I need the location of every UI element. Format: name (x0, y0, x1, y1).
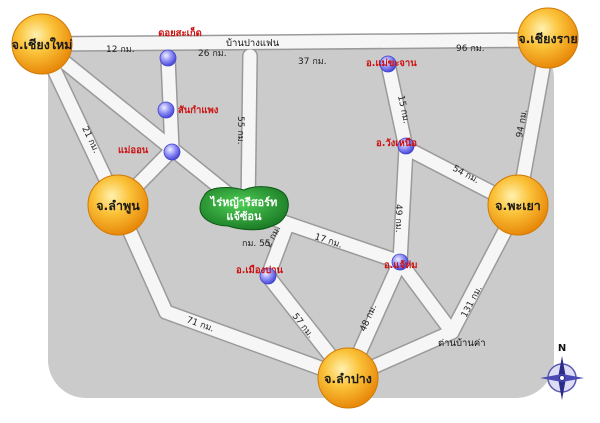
resort-shape (199, 186, 289, 231)
city-marker-phayao (487, 174, 549, 236)
dist-55-vertical: 55 กม. (235, 116, 245, 145)
town-marker-chae-hom (391, 253, 409, 271)
dist-96: 96 กม. (456, 44, 485, 54)
city-marker-lampang (317, 347, 379, 409)
label-chiang-rai: จ.เชียงราย (518, 31, 577, 46)
town-marker-mueang-pan (259, 267, 277, 285)
dist-26: 26 กม. (198, 49, 227, 59)
label-mueang-pan: อ.เมืองปาน (236, 264, 284, 276)
label-phayao: จ.พะเยา (495, 198, 541, 213)
city-marker-lamphun (87, 174, 149, 236)
label-chiang-mai: จ.เชียงใหม่ (12, 37, 73, 52)
city-marker-chiang-mai (11, 13, 73, 75)
town-marker-wang-nuea (397, 137, 415, 155)
label-chae-hom: อ.แจ้ห่ม (384, 259, 418, 271)
label-san-kamphaeng: สันกำแพง (178, 105, 219, 116)
city-markers: จ.เชียงใหม่ จ.เชียงราย จ.ลำพูน จ.พะเยา จ… (11, 7, 579, 409)
resort-name-line1: ไร่หญ้ารีสอร์ท (209, 195, 278, 209)
label-mae-chan: อ.แม่ขะจาน (366, 58, 417, 69)
dist-49: 49 กม. (393, 204, 403, 233)
compass-center-icon (559, 375, 565, 381)
label-ban-pang-faen: บ้านปางแฟน (226, 38, 280, 49)
dist-37: 37 กม. (298, 57, 327, 67)
label-mae-on: แม่ออน (118, 145, 149, 156)
town-markers (157, 49, 415, 285)
resort-name-line2: แจ้ซ้อน (226, 210, 262, 223)
town-labels: ดอยสะเก็ด สันกำแพง แม่ออน อ.แม่ขะจาน อ.ว… (118, 26, 418, 276)
label-lampang: จ.ลำปาง (324, 371, 372, 386)
town-marker-mae-on (163, 143, 181, 161)
compass: N (540, 343, 584, 400)
dist-94: 94 กม. (515, 109, 530, 139)
resort-marker: ไร่หญ้ารีสอร์ท แจ้ซ้อน (199, 186, 289, 231)
city-marker-chiang-rai (517, 7, 579, 69)
compass-north-label: N (558, 343, 566, 354)
town-marker-doi-saket (159, 49, 177, 67)
label-tambon-ban-kha: ต่านบ้านค่า (438, 338, 486, 349)
label-lamphun: จ.ลำพูน (96, 198, 140, 214)
town-marker-san-kamphaeng (157, 101, 175, 119)
dist-12: 12 กม. (106, 45, 135, 55)
label-doi-saket: ดอยสะเก็ด (158, 26, 202, 39)
label-wang-nuea: อ.วังเหนือ (376, 137, 417, 149)
dist-55-horizontal: กม. 55 (242, 239, 271, 249)
town-marker-mae-chan (379, 55, 397, 73)
